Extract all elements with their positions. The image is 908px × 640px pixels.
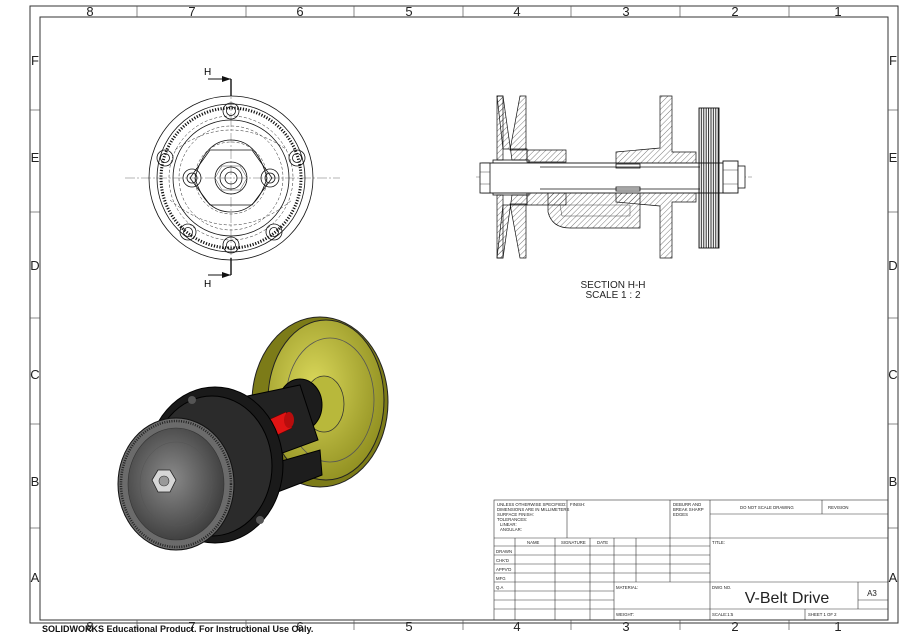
section-view: SECTION H-H SCALE 1 : 2 (476, 95, 752, 301)
zone-col-4: 4 (513, 4, 520, 19)
deburr-line-3: EDGES (673, 512, 688, 517)
material-label: MATERIAL: (616, 585, 638, 590)
row-mfg: MFG (496, 576, 506, 581)
zone-col-8: 8 (86, 4, 93, 19)
row-appvd: APPV'D (496, 567, 511, 572)
col-signature: SIGNATURE (561, 540, 586, 545)
dwg-no-label: DWG NO. (712, 585, 731, 590)
title-block-text: UNLESS OTHERWISE SPECIFIED: DIMENSIONS A… (496, 502, 877, 617)
do-not-scale-label: DO NOT SCALE DRAWING (740, 505, 794, 510)
zone-col-2-bottom: 2 (731, 619, 738, 634)
tol-line-1: UNLESS OTHERWISE SPECIFIED: (497, 502, 566, 507)
inner-border (39, 16, 889, 621)
section-scale: SCALE 1 : 2 (585, 290, 640, 301)
cut-label-top: H (204, 67, 211, 78)
revision-label: REVISION (828, 505, 849, 510)
zone-row-c-right: C (888, 367, 897, 382)
title-label: TITLE: (712, 540, 725, 545)
zone-col-7: 7 (188, 4, 195, 19)
finish-label: FINISH: (570, 502, 585, 507)
zone-row-f: F (31, 53, 39, 68)
title-block (493, 499, 889, 621)
zone-row-d: D (30, 258, 39, 273)
zone-row-b: B (31, 474, 40, 489)
zone-col-7-bottom: 7 (188, 619, 195, 634)
zone-row-b-right: B (889, 474, 898, 489)
zone-col-5: 5 (405, 4, 412, 19)
zone-col-6: 6 (296, 4, 303, 19)
zone-row-e-right: E (889, 150, 898, 165)
cut-label-bottom: H (204, 279, 211, 290)
drawing-title: V-Belt Drive (745, 590, 830, 607)
scale-label: SCALE:1:5 (712, 612, 734, 617)
outer-border (29, 5, 899, 624)
isometric-view (117, 316, 389, 551)
zone-col-3-bottom: 3 (622, 619, 629, 634)
front-view: H H (125, 67, 340, 290)
deburr-line-2: BREAK SHARP (673, 507, 704, 512)
col-name: NAME (527, 540, 540, 545)
zone-row-f-right: F (889, 53, 897, 68)
zone-row-a: A (31, 570, 40, 585)
zone-col-3: 3 (622, 4, 629, 19)
zone-row-a-right: A (889, 570, 898, 585)
zone-row-d-right: D (888, 258, 897, 273)
deburr-line-1: DEBURR AND (673, 502, 701, 507)
zone-col-6-bottom: 6 (296, 619, 303, 634)
tol-line-4: TOLERANCES: (497, 517, 527, 522)
zone-col-2: 2 (731, 4, 738, 19)
educational-watermark: SOLIDWORKS Educational Product. For Inst… (42, 624, 314, 634)
tol-line-3: SURFACE FINISH: (497, 512, 534, 517)
zone-row-e: E (31, 150, 40, 165)
col-date: DATE (597, 540, 608, 545)
tol-line-5: LINEAR: (500, 522, 517, 527)
zone-col-1-bottom: 1 (834, 619, 841, 634)
section-title: SECTION H-H (581, 280, 646, 291)
zone-col-8-bottom: 8 (86, 619, 93, 634)
tol-line-2: DIMENSIONS ARE IN MILLIMETERS (497, 507, 569, 512)
tol-line-6: ANGULAR: (500, 527, 522, 532)
zone-col-5-bottom: 5 (405, 619, 412, 634)
zone-col-1: 1 (834, 4, 841, 19)
weight-label: WEIGHT: (616, 612, 634, 617)
row-chkd: CHK'D (496, 558, 509, 563)
sheet-label: SHEET 1 OF 2 (808, 612, 837, 617)
row-qa: Q.A (496, 585, 504, 590)
zone-row-c: C (30, 367, 39, 382)
row-drawn: DRAWN (496, 549, 512, 554)
sheet-size: A3 (867, 589, 877, 598)
zone-ticks (30, 6, 898, 630)
zone-col-4-bottom: 4 (513, 619, 520, 634)
